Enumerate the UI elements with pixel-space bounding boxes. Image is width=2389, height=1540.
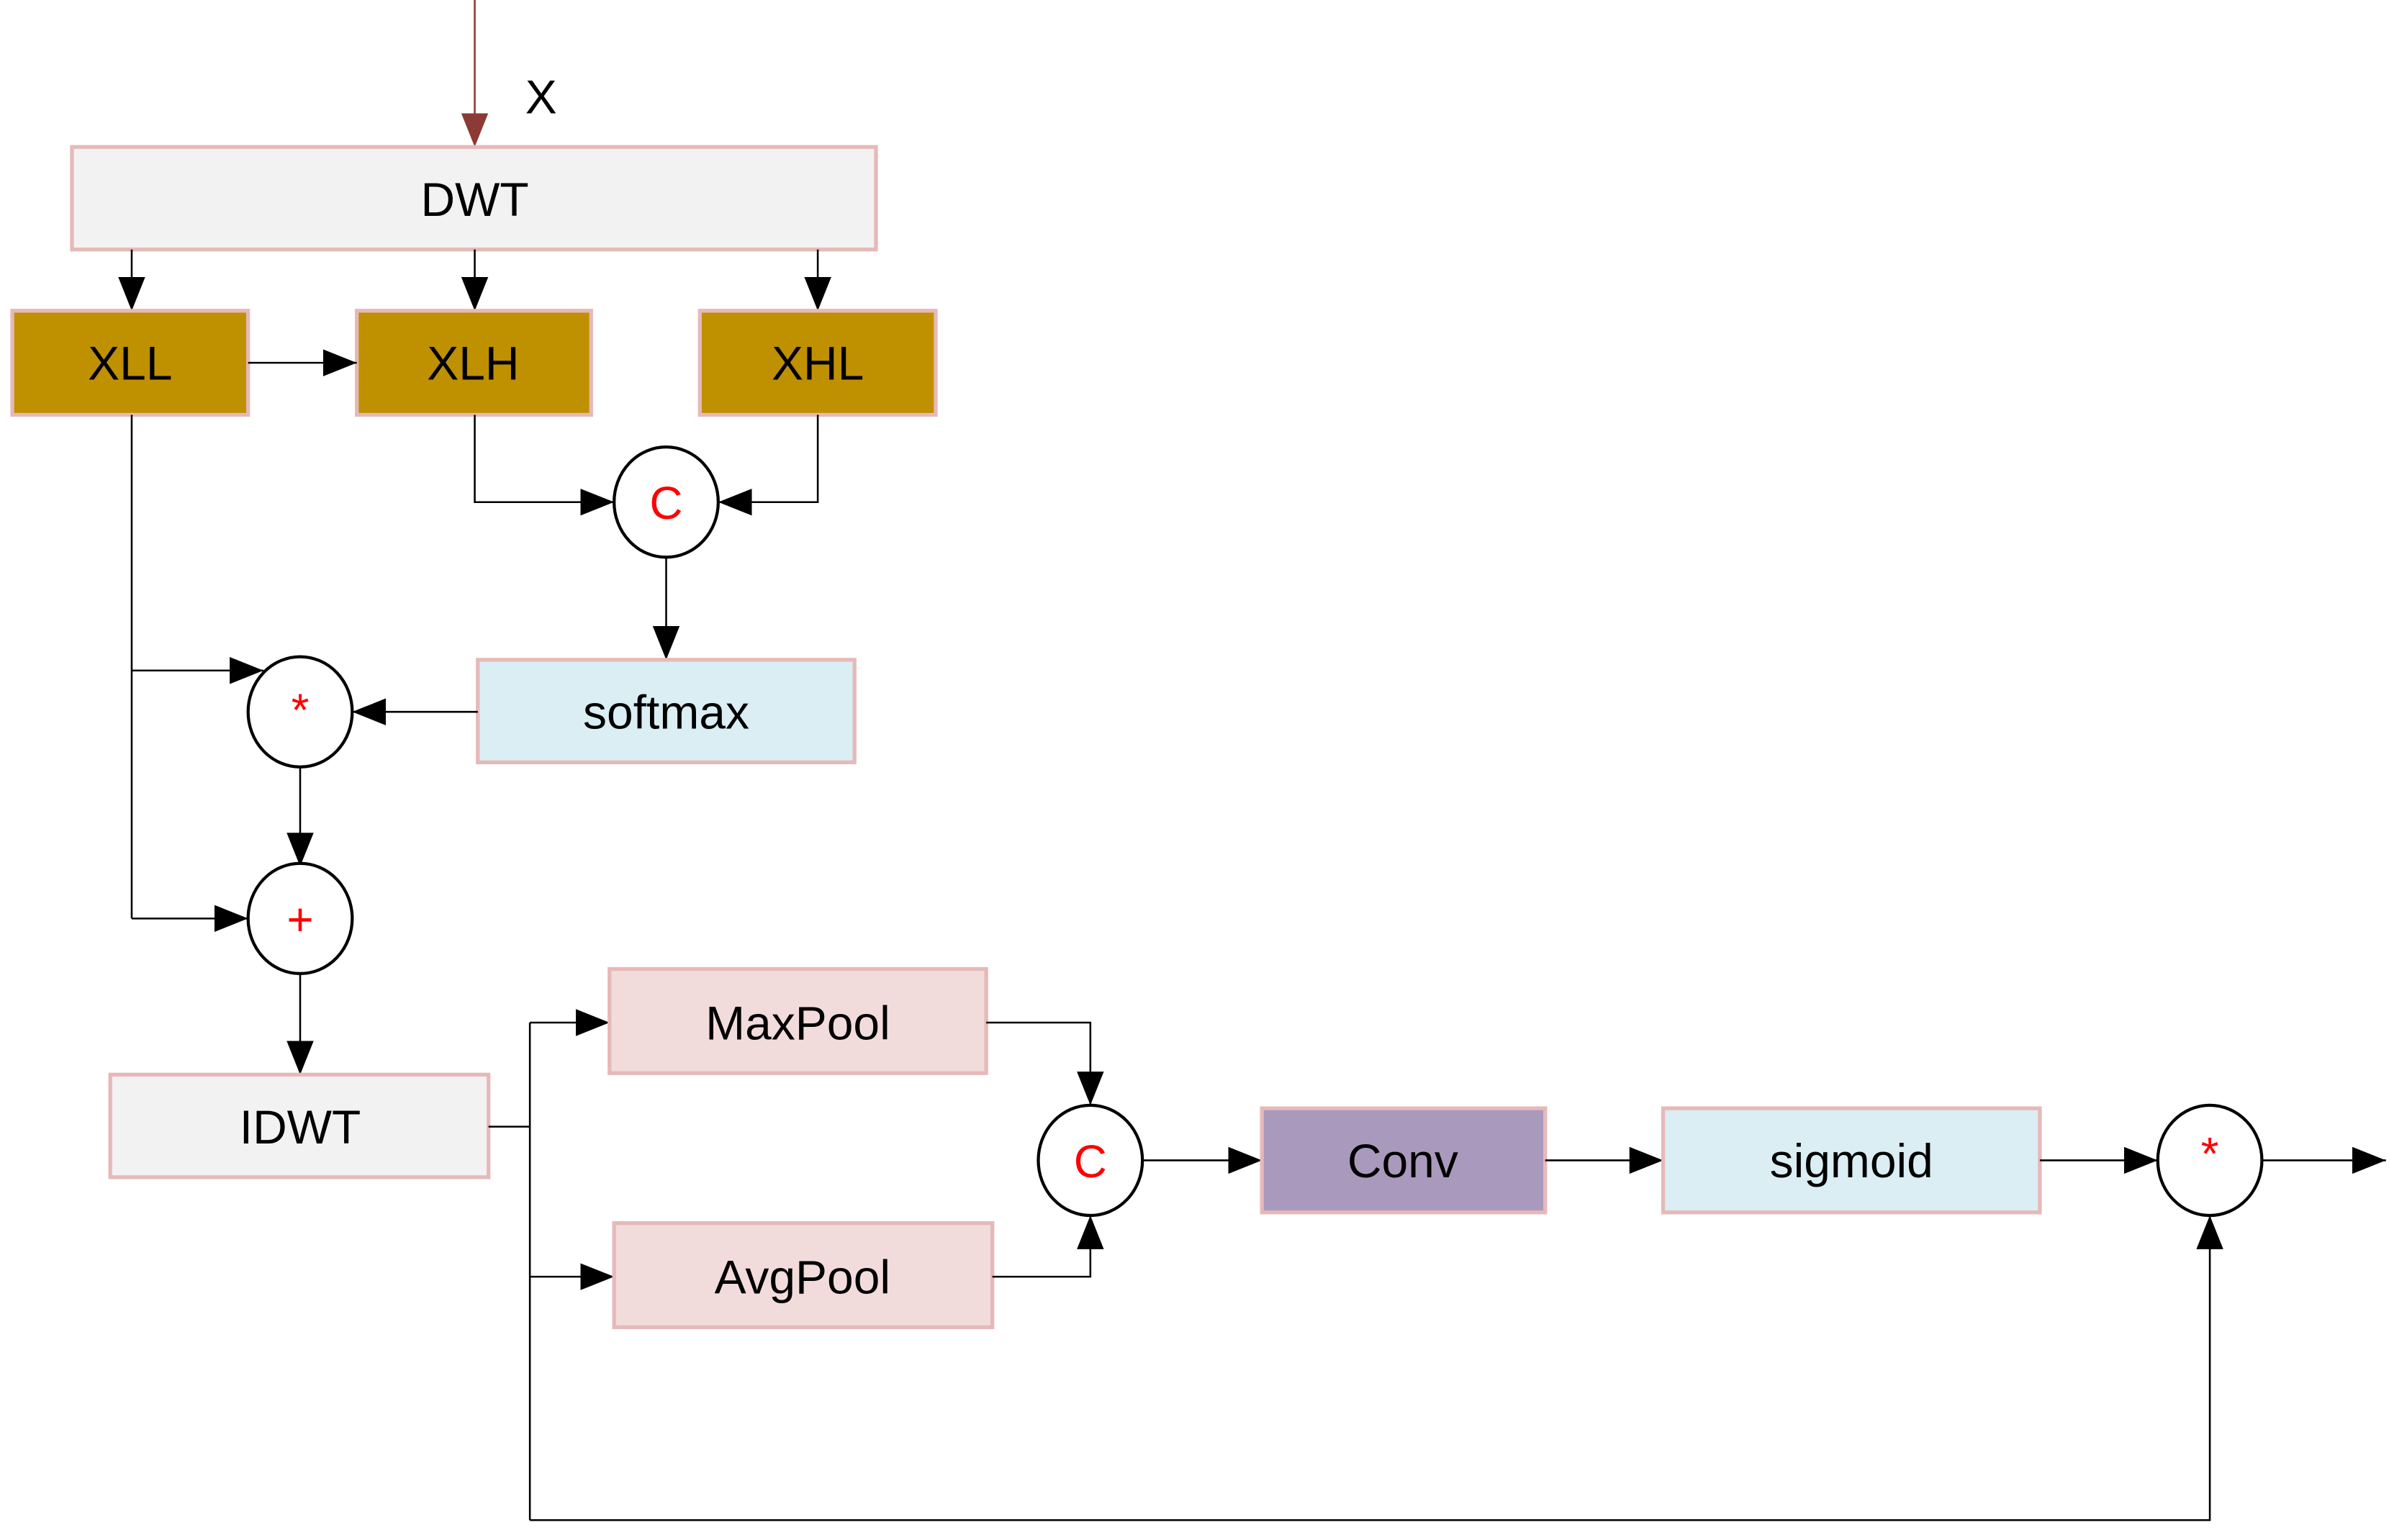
edge-xlh-concat1 [474, 415, 615, 516]
edge-xhl-concat1 [718, 415, 819, 516]
softmax-box [476, 658, 857, 765]
mul2-operator: * [2156, 1103, 2264, 1218]
edge-idwt-mul2-skip [530, 1215, 2223, 1521]
idwt-label: IDWT [240, 1100, 361, 1154]
avgpool-node: AvgPool [612, 1221, 995, 1329]
mul2-symbol: * [2201, 1128, 2219, 1179]
add1-symbol: + [286, 894, 313, 946]
edge-avgpool-concat2 [992, 1215, 1104, 1278]
mul1-symbol: * [292, 684, 310, 735]
softmax-label: softmax [583, 686, 749, 739]
concat2-operator: C [1037, 1103, 1144, 1218]
avgpool-label: AvgPool [715, 1251, 890, 1304]
concat2-symbol: C [1074, 1136, 1107, 1187]
xll-node: XLL [10, 309, 250, 417]
maxpool-node: MaxPool [608, 966, 988, 1075]
xll-box [10, 309, 250, 417]
conv-node: Conv [1260, 1106, 1548, 1215]
idwt-box [108, 1072, 491, 1179]
xhl-label: XHL [772, 337, 864, 390]
add1-operator: + [246, 861, 354, 976]
conv-box [1260, 1106, 1548, 1215]
idwt-node: IDWT [108, 1072, 491, 1179]
input-label: X [525, 70, 557, 123]
dwt-label: DWT [420, 173, 528, 226]
edge-maxpool-concat2 [986, 1021, 1104, 1105]
sigmoid-node: sigmoid [1661, 1106, 2042, 1215]
maxpool-label: MaxPool [705, 996, 890, 1049]
maxpool-box [608, 966, 988, 1075]
dwt-node: DWT [70, 145, 878, 252]
softmax-node: softmax [476, 658, 857, 765]
concat1-symbol: C [649, 477, 682, 529]
xlh-node: XLH [355, 309, 593, 417]
sigmoid-label: sigmoid [1770, 1134, 1933, 1187]
avgpool-box [612, 1221, 995, 1329]
xlh-label: XLH [427, 337, 519, 390]
xlh-box [355, 309, 593, 417]
xll-label: XLL [88, 337, 172, 390]
conv-label: Conv [1347, 1134, 1458, 1187]
mul1-circle [246, 655, 354, 769]
xhl-node: XHL [697, 309, 938, 417]
xhl-box [697, 309, 938, 417]
mul1-operator: * [246, 655, 354, 769]
concat1-operator: C [613, 445, 720, 559]
